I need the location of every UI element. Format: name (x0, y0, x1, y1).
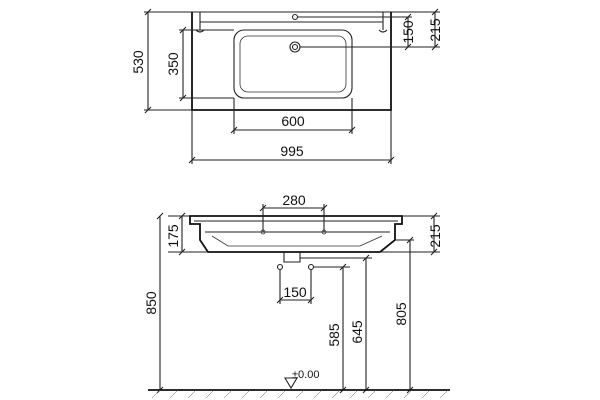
dim-600: 600 (281, 113, 305, 129)
dim-175: 175 (165, 224, 181, 248)
dim-280: 280 (282, 192, 306, 208)
basin-inner (233, 29, 353, 99)
pipe-left (276, 263, 284, 271)
floor-hatching (151, 389, 449, 399)
top-rail (199, 12, 384, 30)
dim-350: 350 (165, 52, 181, 76)
floor-level-marker (284, 377, 298, 390)
pipe-right (307, 263, 315, 271)
dim-645: 645 (349, 320, 365, 344)
basin-bowl (239, 35, 347, 93)
basin-outline (191, 12, 392, 111)
waste-outlet (283, 252, 301, 263)
dim-585: 585 (326, 323, 342, 347)
rail-ends (195, 29, 388, 33)
dim-150-top: 150 (400, 20, 416, 44)
dim-995: 995 (280, 143, 304, 159)
dim-215-top: 215 (427, 18, 443, 42)
dim-215-front: 215 (427, 224, 443, 248)
dim-805: 805 (393, 302, 409, 326)
floor-level-label: ±0.00 (292, 369, 319, 381)
drain (289, 41, 301, 53)
dim-850: 850 (143, 291, 159, 315)
front-view: 280 175 215 150 850 585 645 (143, 192, 450, 399)
top-view: 530 350 150 215 600 995 (130, 8, 443, 164)
dim-150-pipes: 150 (283, 284, 307, 300)
tap-hole (291, 13, 299, 21)
dim-530: 530 (130, 50, 146, 74)
